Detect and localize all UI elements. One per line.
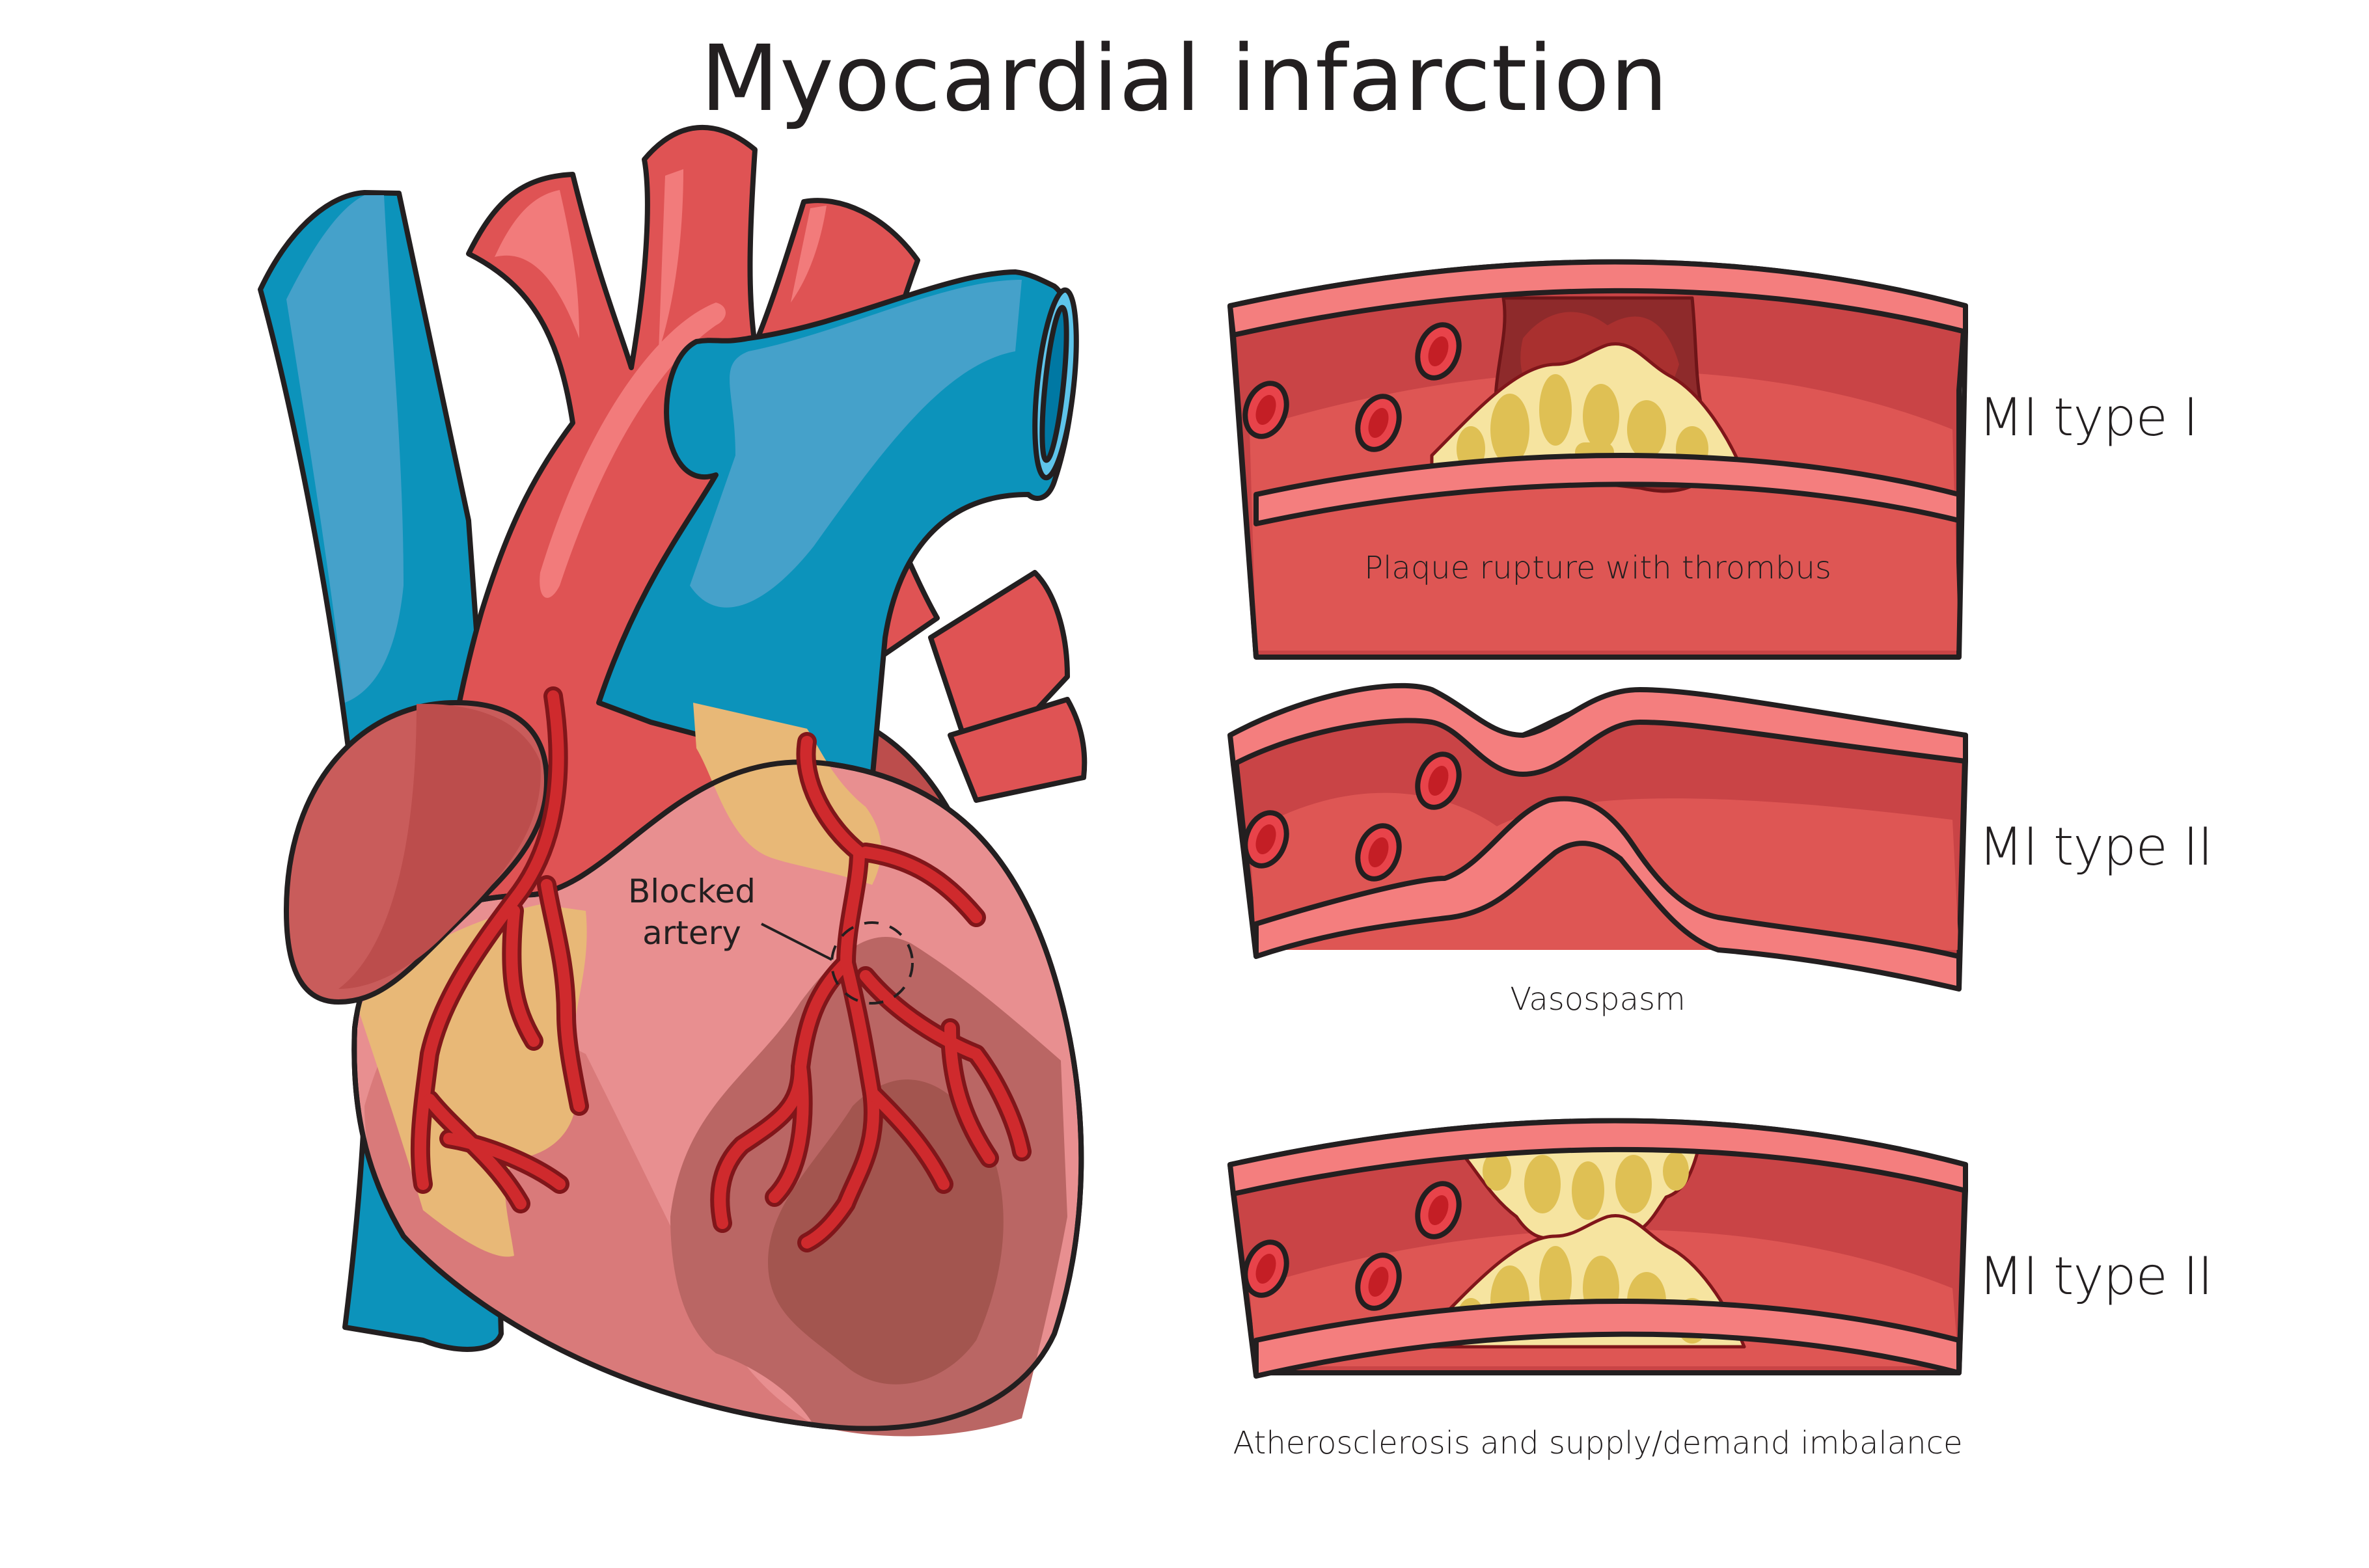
mi-type-label-1: MI type I <box>1979 387 2198 448</box>
coronary-arteries <box>410 686 1032 1252</box>
pulmonary-vein-upper <box>928 570 1070 777</box>
panel-caption-2: Vasospasm <box>1510 981 1686 1018</box>
mi-type-label-3: MI type II <box>1979 1246 2213 1306</box>
blocked-artery-label: Blocked artery <box>628 871 756 954</box>
vessel-wall-bottom <box>1253 453 1962 526</box>
red-blood-cells <box>1242 751 1462 882</box>
heart-illustration <box>258 124 1088 1437</box>
blocked-artery-label-line2: artery <box>642 914 741 952</box>
mi-type-label-2: MI type II <box>1979 817 2213 877</box>
red-blood-cells <box>1242 1181 1462 1311</box>
pulmonary-vein-lower <box>948 697 1088 803</box>
annotation-leader-line <box>761 923 832 961</box>
vessel-wall-top <box>1227 683 1968 777</box>
page-title: Myocardial infarction <box>700 26 1669 132</box>
panel-caption-3: Atherosclerosis and supply/demand imbala… <box>1233 1425 1963 1461</box>
pulmonary-artery <box>596 269 1076 783</box>
blocked-artery-label-line1: Blocked <box>628 872 756 910</box>
vessel-panel-1 <box>1227 259 1968 660</box>
panel-caption-1: Plaque rupture with thrombus <box>1364 550 1831 586</box>
red-blood-cells <box>1242 322 1462 452</box>
vessel-panel-3 <box>1227 1118 1968 1379</box>
vessel-panel-2 <box>1227 683 1968 992</box>
blockage-marker-circle <box>830 921 914 1005</box>
